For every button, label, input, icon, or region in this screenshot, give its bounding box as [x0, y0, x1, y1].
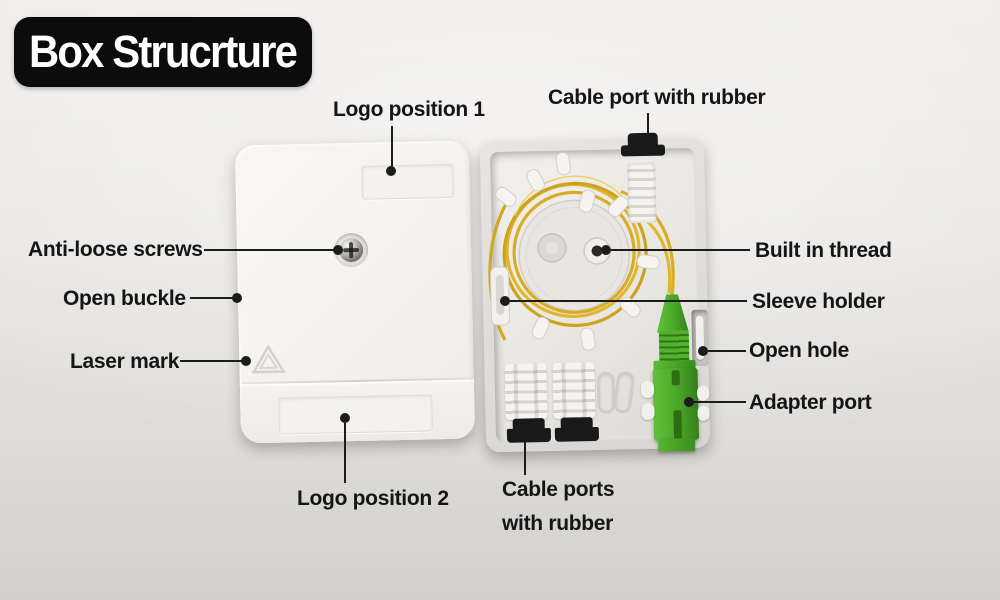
leader-line-open-buckle [190, 297, 234, 299]
adapter-assembly [638, 286, 712, 459]
cable-comb-2 [552, 362, 596, 419]
spool-center-hole [537, 233, 567, 263]
leader-line-logo-position-2 [344, 423, 346, 483]
leader-line-built-in-thread [611, 249, 750, 251]
callout-sleeve-holder: Sleeve holder [752, 290, 885, 313]
leader-line-cable-port-top [647, 113, 649, 139]
cable-port-bottom-rubber-1 [506, 418, 552, 446]
fiber-spool-area [488, 152, 675, 351]
leader-dot-laser-mark [241, 356, 251, 366]
cable-port-top-rubber [620, 132, 666, 160]
adapter-clip-left-2 [641, 402, 655, 421]
fiber-tail [488, 201, 509, 341]
leader-line-sleeve-holder [510, 300, 747, 302]
callout-open-buckle: Open buckle [63, 287, 186, 310]
logo-recess-top [361, 163, 455, 200]
adapter-clip-right-1 [696, 385, 710, 401]
callout-built-in-thread: Built in thread [755, 239, 892, 262]
cable-port-bottom-rubber-2 [554, 417, 600, 445]
leader-line-anti-loose-screws [204, 249, 338, 251]
closed-box-photo [234, 140, 476, 444]
retaining-tabs [495, 152, 660, 351]
built-in-thread-post [583, 237, 611, 265]
adapter-clip-left-1 [640, 380, 655, 399]
leader-line-laser-mark [180, 360, 243, 362]
callout-logo-position-2: Logo position 2 [297, 487, 449, 510]
connector-ribs [658, 330, 690, 363]
laser-mark-triangle [251, 344, 286, 374]
spool-disk [518, 199, 630, 312]
callout-open-hole: Open hole [749, 339, 849, 362]
top-cable-channel [627, 162, 657, 224]
leader-dot-logo-position-1 [386, 166, 396, 176]
callout-logo-position-1: Logo position 1 [333, 98, 485, 121]
callout-cable-ports-line1: Cable ports [502, 478, 615, 501]
leader-line-open-hole [708, 350, 746, 352]
page-title: Box Strucrture [29, 26, 299, 77]
leader-dot-anti-loose-screws [333, 245, 343, 255]
leader-dot-built-in-thread [601, 245, 611, 255]
logo-recess-bottom [278, 394, 433, 435]
leader-dot-adapter-port [684, 397, 694, 407]
leader-dot-open-buckle [232, 293, 242, 303]
adapter-clip-right-2 [697, 405, 710, 421]
adapter-tail [658, 437, 696, 452]
leader-line-cable-ports-bottom [524, 441, 526, 475]
cable-comb-1 [504, 363, 548, 420]
leader-dot-sleeve-holder [500, 296, 510, 306]
callout-cable-ports-line2: with rubber [502, 512, 614, 535]
callout-anti-loose-screws: Anti-loose screws [28, 238, 203, 261]
title-badge: Box Strucrture [14, 17, 312, 87]
adapter-key-slot [671, 370, 680, 386]
callout-laser-mark: Laser mark [70, 350, 180, 373]
leader-line-adapter-port [693, 401, 746, 403]
callout-adapter-port: Adapter port [749, 391, 872, 414]
leader-dot-logo-position-2 [340, 413, 350, 423]
open-box-photo [479, 132, 711, 453]
leader-dot-open-hole [698, 346, 708, 356]
leader-line-logo-position-1 [391, 126, 393, 168]
molded-capsule-1 [596, 371, 616, 414]
callout-cable-port-top: Cable port with rubber [548, 86, 766, 109]
